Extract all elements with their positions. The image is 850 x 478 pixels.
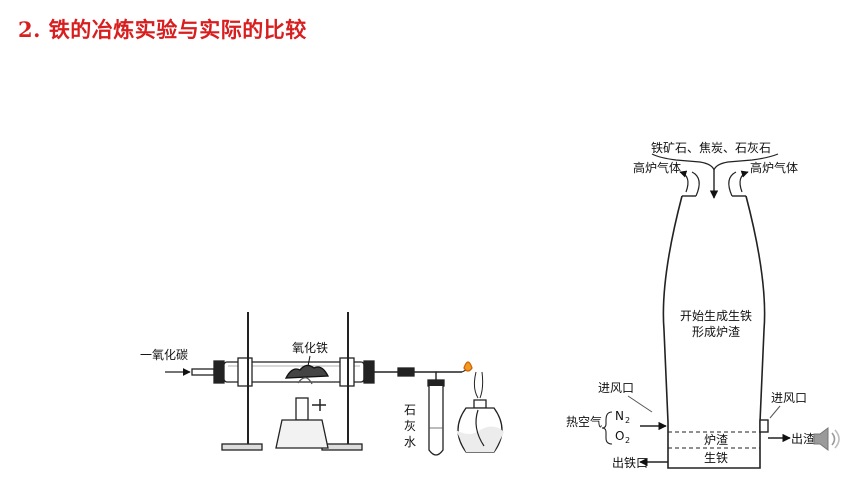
air-inlet-right-label: 进风口	[771, 391, 807, 405]
burner-body	[275, 419, 329, 449]
furnace-hearth	[667, 422, 761, 469]
limewater-label-1: 石	[404, 403, 416, 417]
gas-right-label: 高炉气体	[750, 160, 798, 175]
furnace-wall-right	[745, 195, 766, 423]
limewater-label-2: 灰	[404, 419, 416, 433]
hot-air-brace	[601, 411, 613, 445]
iron-oxide-label: 氧化铁	[292, 341, 328, 355]
blast-furnace: 铁矿石、焦炭、石灰石 高炉气体 高炉气体 开始生成生铁 形成炉渣 炉渣 生铁 进…	[566, 141, 827, 470]
gas-left-label: 高炉气体	[633, 160, 681, 175]
o2-symbol: O	[615, 429, 624, 443]
stand-left-base	[221, 443, 263, 451]
lamp-neck	[473, 399, 487, 409]
outlet-connector	[397, 367, 415, 377]
speaker-icon[interactable]	[813, 427, 840, 451]
n2-subscript: 2	[625, 416, 630, 425]
iron-outlet-label: 出铁口	[612, 456, 648, 470]
furnace-wall-left	[662, 195, 683, 423]
limewater-label-3: 水	[404, 435, 416, 449]
clamp-left	[237, 357, 253, 387]
right-stopper	[363, 360, 375, 384]
feed-label: 铁矿石、焦炭、石灰石	[651, 141, 771, 155]
slide-title: 2. 铁的冶炼实验与实际的比较	[18, 17, 307, 42]
zone-label-iron: 开始生成生铁	[680, 309, 752, 323]
iron-oxide-sample	[284, 364, 330, 379]
co-inlet-label: 一氧化碳	[140, 348, 188, 362]
test-tube	[428, 386, 444, 456]
o2-subscript: 2	[625, 436, 630, 445]
test-tube-stopper	[427, 379, 445, 387]
air-inlet-left-label: 进风口	[598, 381, 634, 395]
hot-air-label: 热空气	[566, 414, 602, 429]
inlet-pipe	[191, 368, 215, 376]
burner-neck	[295, 397, 309, 421]
pig-iron-layer-label: 生铁	[704, 451, 728, 465]
n2-symbol: N	[615, 409, 624, 423]
lab-apparatus: 一氧化碳 氧化铁 石	[140, 312, 504, 456]
zone-label-slag: 形成炉渣	[692, 325, 740, 339]
flame	[463, 361, 473, 372]
slag-layer-label: 炉渣	[704, 433, 728, 447]
left-stopper	[213, 360, 225, 384]
right-tuyere	[759, 419, 769, 433]
